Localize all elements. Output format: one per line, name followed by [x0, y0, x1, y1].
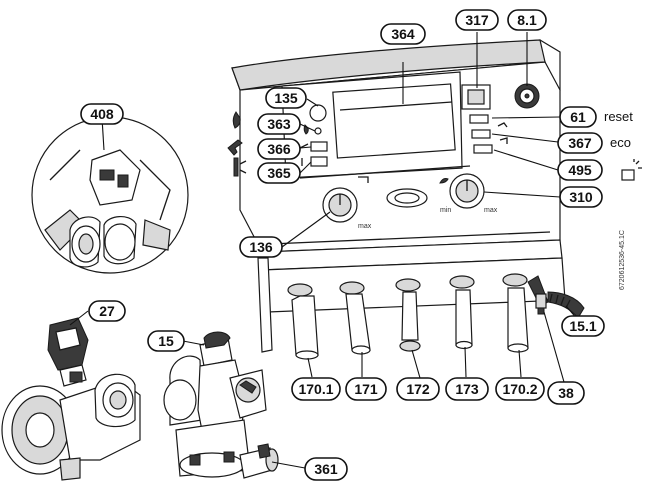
document-code: 6720612536-45.1C: [619, 230, 626, 290]
callout-170-1: 170.1: [291, 377, 341, 401]
main-switch-317[interactable]: [461, 84, 491, 110]
knob-max-left: max: [358, 223, 372, 230]
svg-text:364: 364: [391, 26, 415, 42]
svg-text:8.1: 8.1: [517, 12, 537, 28]
eco-sun-icon: [621, 159, 642, 181]
svg-text:366: 366: [267, 141, 291, 157]
callout-495: 495: [557, 159, 642, 181]
svg-text:317: 317: [465, 12, 489, 28]
svg-text:27: 27: [99, 303, 115, 319]
leader-lines: [69, 32, 580, 469]
callout-171: 171: [345, 377, 387, 401]
callout-15: 15: [147, 330, 185, 352]
callout-135: 135: [265, 87, 307, 109]
svg-text:173: 173: [455, 381, 479, 397]
pipe-173: [455, 289, 473, 350]
callout-170-2: 170.2: [495, 377, 545, 401]
svg-text:171: 171: [354, 381, 378, 397]
callout-27: 27: [88, 300, 126, 322]
callout-366: 366: [227, 138, 301, 160]
callout-15-1: 15.1: [561, 315, 605, 337]
svg-text:15.1: 15.1: [569, 318, 596, 334]
callout-365: 365: [233, 157, 301, 184]
callout-310: 310: [559, 186, 603, 208]
pipe-172: [399, 291, 421, 352]
fill-valve-38: [535, 293, 547, 315]
callout-408: 408: [80, 103, 124, 125]
callout-61: 61 reset: [559, 106, 633, 128]
svg-text:38: 38: [558, 385, 574, 401]
safety-valve-hose-15-1: [547, 291, 585, 319]
svg-text:361: 361: [314, 461, 338, 477]
reset-button-61[interactable]: [469, 114, 489, 124]
svg-text:310: 310: [569, 189, 593, 205]
callout-173: 173: [445, 377, 489, 401]
pipe-170-1: [291, 295, 319, 360]
svg-text:495: 495: [568, 162, 592, 178]
display-window: [332, 83, 456, 159]
eco-button-495[interactable]: [473, 137, 508, 154]
svg-text:363: 363: [267, 116, 291, 132]
svg-text:61: 61: [570, 109, 586, 125]
knob-min-right: min: [440, 207, 451, 214]
hot-water-temperature-knob-310[interactable]: min max: [439, 173, 498, 214]
callout-364: 364: [380, 23, 426, 45]
knob-max-right: max: [484, 207, 498, 214]
callout-367: 367 eco: [557, 132, 631, 154]
svg-text:15: 15: [158, 333, 174, 349]
eco-label: eco: [610, 135, 631, 150]
callout-361: 361: [304, 457, 348, 481]
svg-text:172: 172: [406, 381, 430, 397]
eco-button-367[interactable]: [471, 122, 508, 139]
callout-136: 136: [239, 236, 283, 258]
detail-circle-408: [31, 116, 189, 274]
callout-172: 172: [396, 377, 440, 401]
svg-text:170.1: 170.1: [298, 381, 333, 397]
callout-38: 38: [547, 381, 585, 405]
svg-text:365: 365: [267, 165, 291, 181]
svg-text:170.2: 170.2: [502, 381, 537, 397]
callout-363: 363: [232, 111, 301, 135]
button-135[interactable]: [309, 104, 327, 122]
callout-317: 317: [455, 9, 499, 31]
svg-text:367: 367: [568, 135, 592, 151]
svg-text:136: 136: [249, 239, 273, 255]
button-365[interactable]: [301, 156, 328, 167]
manifold: [287, 273, 549, 307]
center-emblem: [386, 188, 428, 208]
callout-8-1: 8.1: [507, 9, 547, 31]
heating-temperature-knob-136[interactable]: max: [322, 176, 372, 230]
pipe-170-2: [507, 287, 529, 353]
svg-text:135: 135: [274, 90, 298, 106]
pressure-gauge-8-1: [514, 83, 540, 109]
reset-label: reset: [604, 109, 633, 124]
svg-text:408: 408: [90, 106, 114, 122]
pipe-171: [345, 293, 371, 355]
pump-27: [1, 317, 141, 481]
valve-assembly-15: [163, 331, 279, 479]
